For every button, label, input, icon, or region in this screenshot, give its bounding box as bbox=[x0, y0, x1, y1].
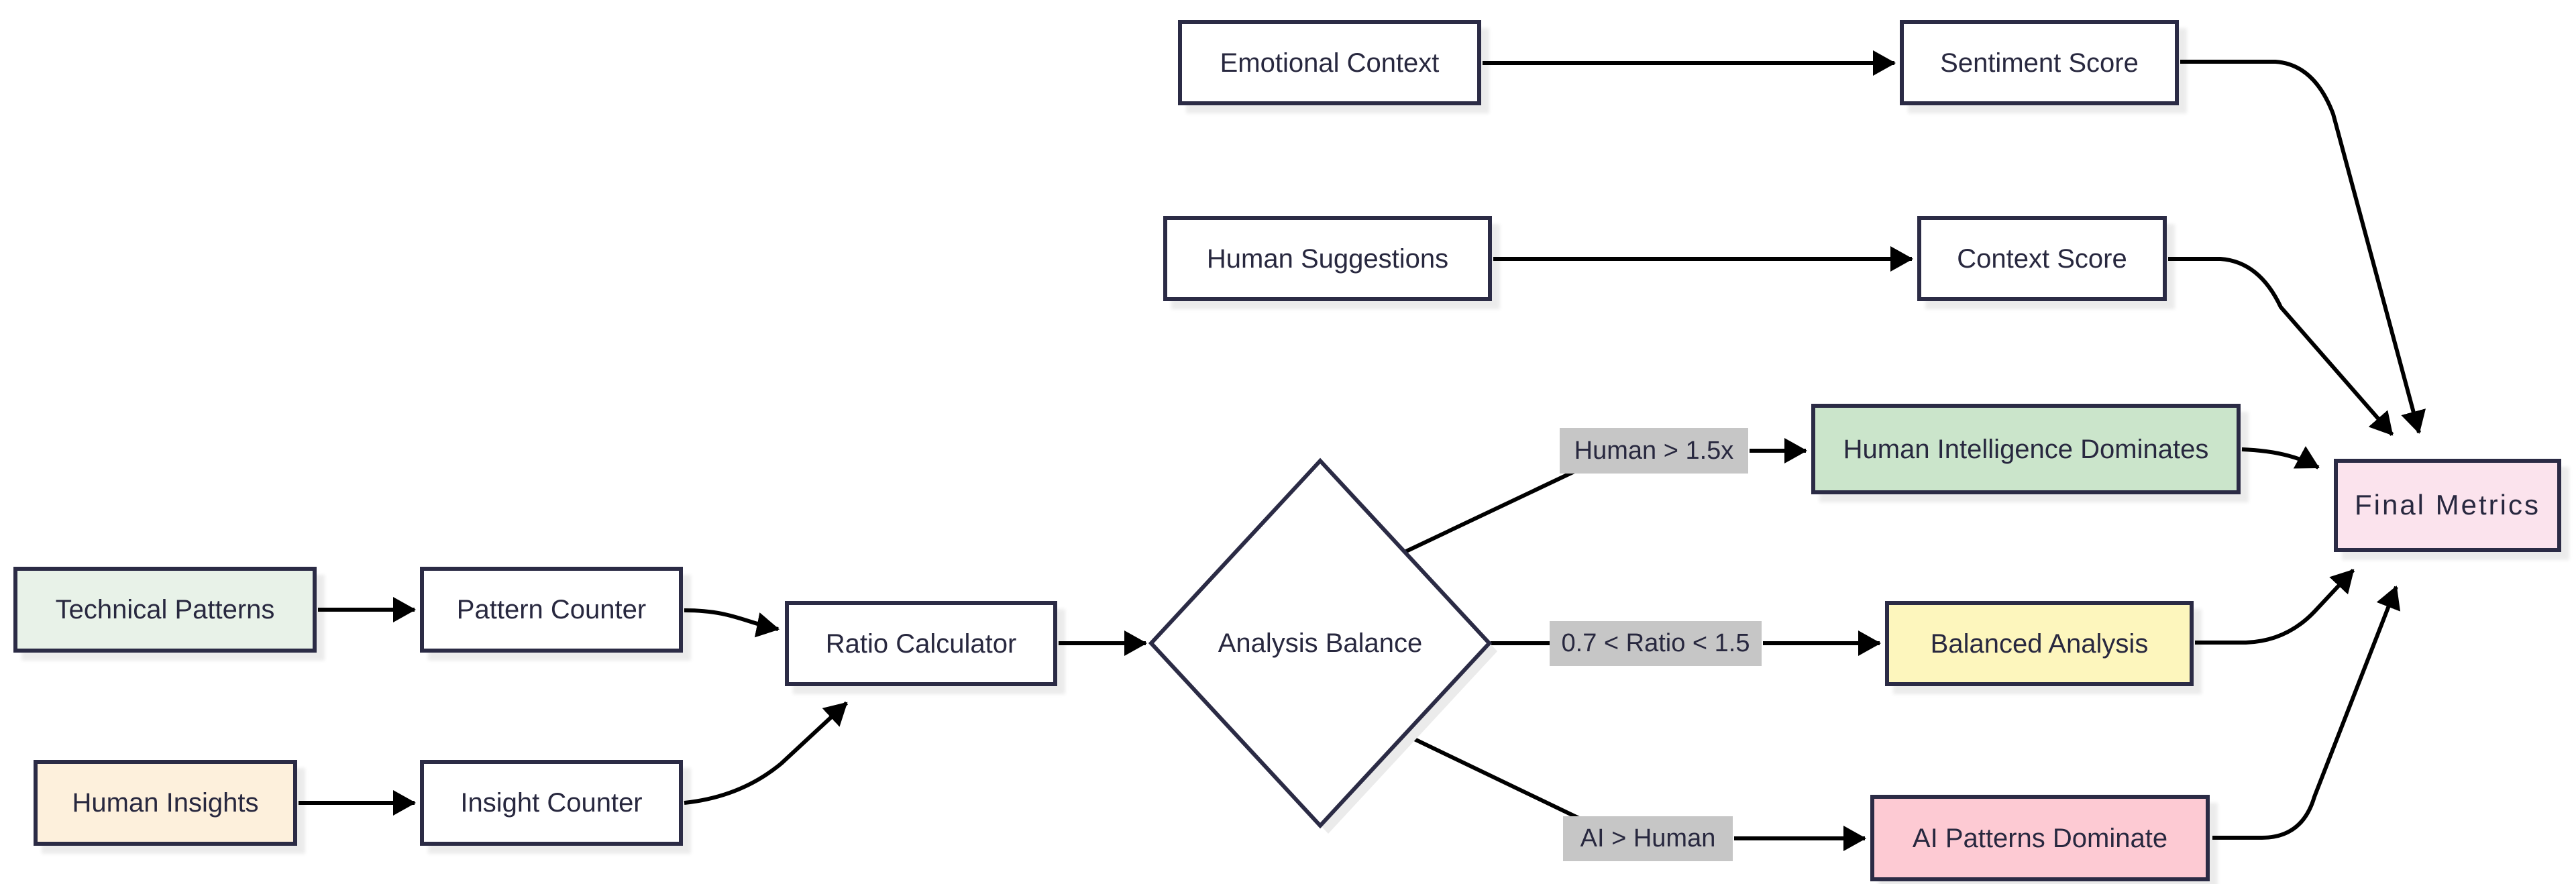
node-emotional-context: Emotional Context bbox=[1178, 20, 1481, 105]
node-human-insights: Human Insights bbox=[34, 760, 297, 846]
edge-label-ai-gt: AI > Human bbox=[1563, 816, 1733, 861]
node-ai-patterns-dominate: AI Patterns Dominate bbox=[1870, 795, 2210, 881]
node-label: Pattern Counter bbox=[456, 595, 647, 624]
node-label: AI Patterns Dominate bbox=[1912, 823, 2168, 853]
edge-label-text: AI > Human bbox=[1580, 824, 1716, 852]
node-label: Sentiment Score bbox=[1940, 48, 2139, 78]
node-human-intelligence-dominates: Human Intelligence Dominates bbox=[1811, 404, 2241, 494]
edge-sentiment-to-final bbox=[2180, 60, 2426, 434]
edge-balanced-to-final bbox=[2195, 568, 2355, 645]
decision-diamond bbox=[1148, 457, 1493, 829]
node-label: Emotional Context bbox=[1220, 48, 1440, 78]
node-label: Human Insights bbox=[72, 788, 259, 818]
node-final-metrics: Final Metrics bbox=[2334, 459, 2561, 552]
node-balanced-analysis: Balanced Analysis bbox=[1885, 601, 2194, 686]
edge-insight-to-ratio bbox=[684, 701, 849, 805]
node-label: Ratio Calculator bbox=[825, 628, 1017, 659]
node-label: Context Score bbox=[1957, 243, 2127, 274]
edge-label-ratio-between: 0.7 < Ratio < 1.5 bbox=[1550, 621, 1762, 666]
node-label: Analysis Balance bbox=[1218, 628, 1423, 658]
edge-human-dominates-to-final bbox=[2241, 446, 2320, 469]
edge-pattern-to-ratio bbox=[684, 608, 780, 638]
node-label: Human Suggestions bbox=[1206, 243, 1449, 274]
edge-context-to-final bbox=[2168, 257, 2394, 436]
node-insight-counter: Insight Counter bbox=[420, 760, 683, 846]
node-label: Human Intelligence Dominates bbox=[1843, 434, 2209, 464]
node-label: Insight Counter bbox=[460, 788, 643, 818]
node-pattern-counter: Pattern Counter bbox=[420, 567, 683, 653]
node-label: Final Metrics bbox=[2354, 489, 2541, 521]
node-analysis-balance-label: Analysis Balance bbox=[1151, 461, 1489, 826]
node-ratio-calculator: Ratio Calculator bbox=[785, 601, 1057, 686]
edge-label-text: Human > 1.5x bbox=[1574, 436, 1734, 465]
node-context-score: Context Score bbox=[1917, 216, 2167, 301]
node-technical-patterns: Technical Patterns bbox=[13, 567, 317, 653]
edge-ai-dominate-to-final bbox=[2212, 586, 2401, 840]
node-label: Balanced Analysis bbox=[1930, 628, 2149, 659]
edge-label-human-gt: Human > 1.5x bbox=[1560, 428, 1748, 474]
node-label: Technical Patterns bbox=[55, 595, 275, 624]
node-sentiment-score: Sentiment Score bbox=[1900, 20, 2179, 105]
node-human-suggestions: Human Suggestions bbox=[1163, 216, 1492, 301]
edge-label-text: 0.7 < Ratio < 1.5 bbox=[1561, 629, 1750, 657]
